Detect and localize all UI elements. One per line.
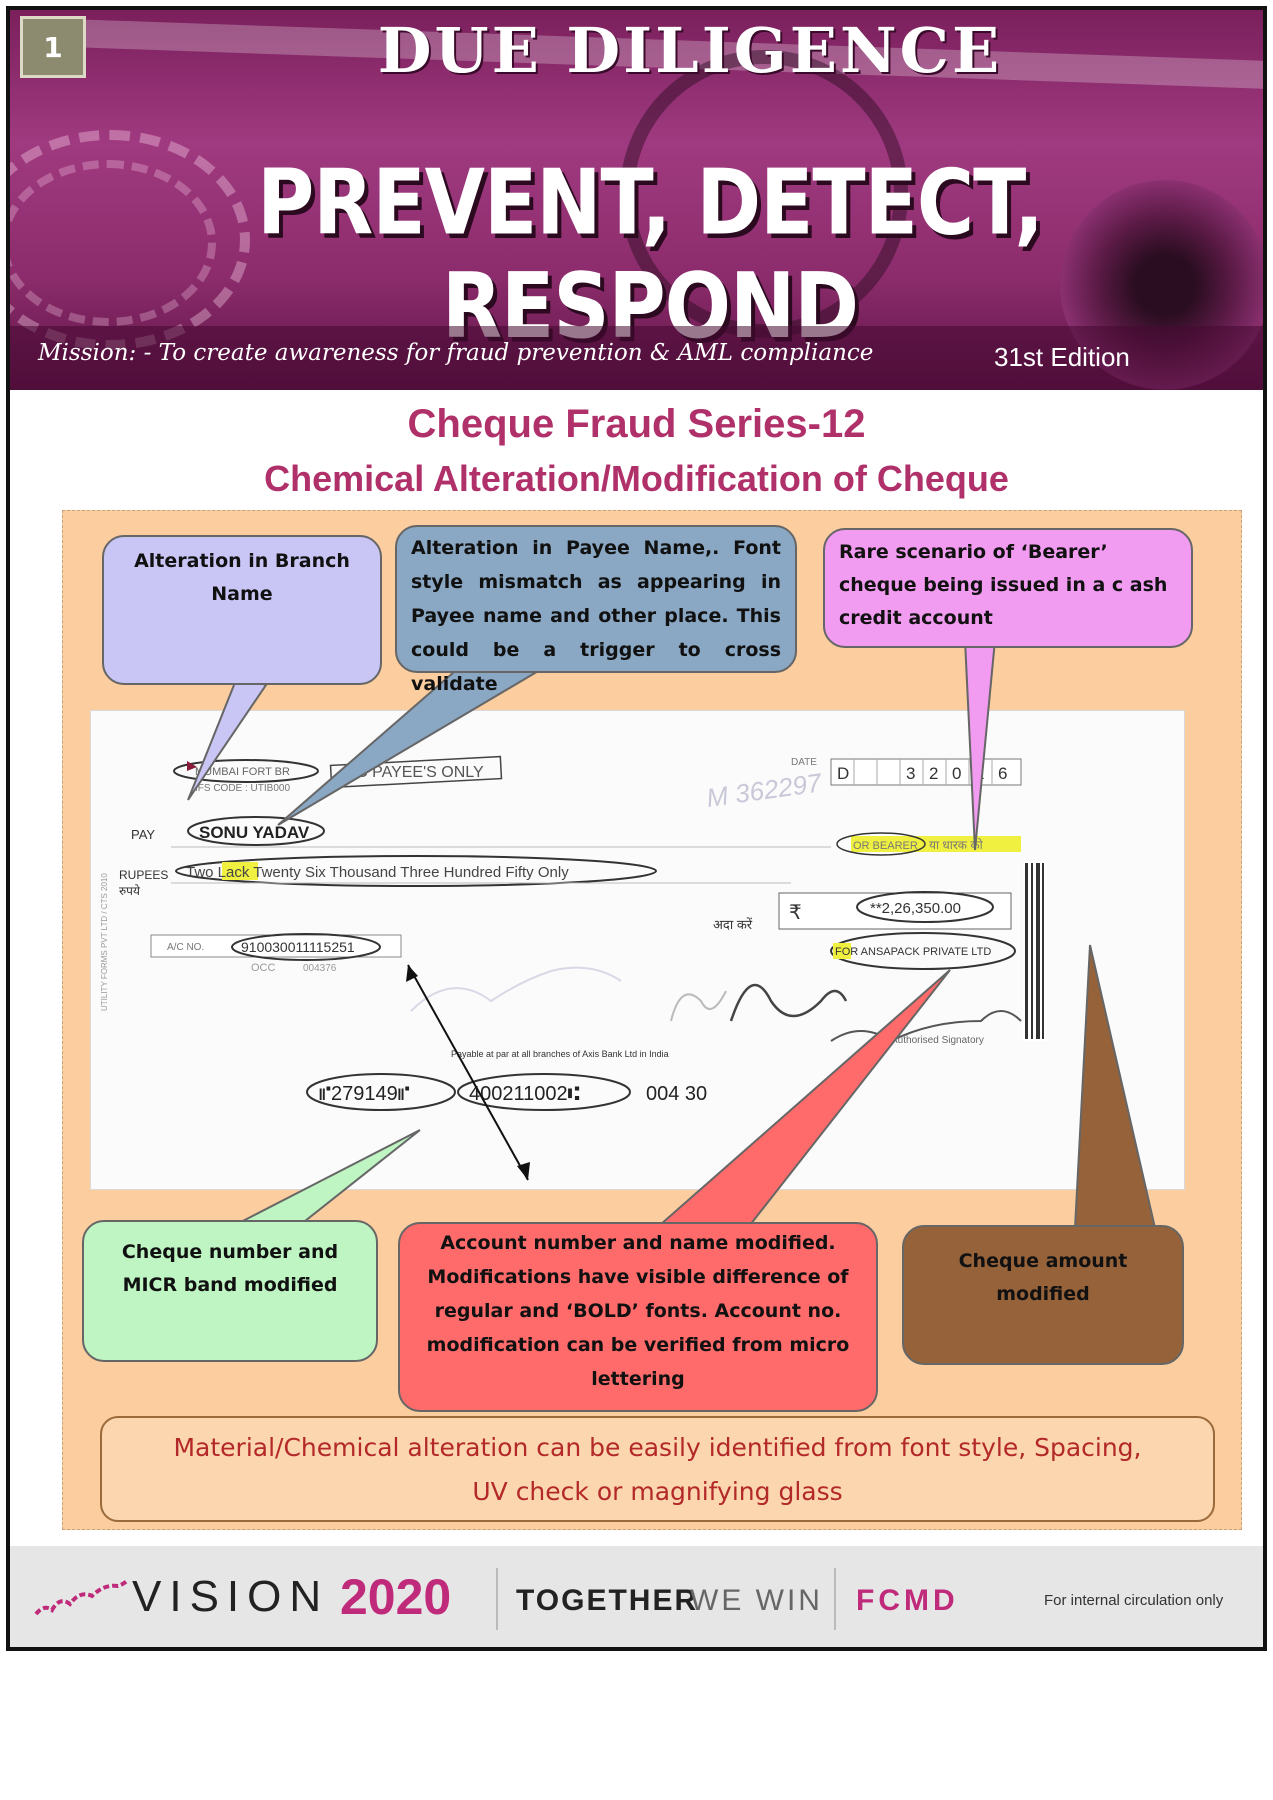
cheque-rupee-symbol: ₹: [789, 902, 802, 924]
cheque-payable-note: Payable at par at all branches of Axis B…: [451, 1049, 669, 1059]
edition-label: 31st Edition: [994, 342, 1130, 372]
cheque-date-boxes: D 3 2 0 1 6: [830, 758, 1022, 786]
cheque-amount-words: Two Lack Twenty Six Thousand Three Hundr…: [186, 864, 569, 881]
cheque-payee-only: A/C PAYEE'S ONLY: [341, 764, 484, 781]
callout-micr: Cheque number and MICR band modified: [82, 1220, 378, 1362]
cheque-payee-name: SONU YADAV: [199, 823, 310, 842]
cheque-ada-kare: अदा करें: [713, 917, 753, 932]
cheque-side-text: UTILITY FORMS PVT LTD / CTS 2010: [100, 873, 109, 1011]
callout-branch-name: Alteration in Branch Name: [102, 535, 382, 685]
micr-tail: 004 30: [646, 1083, 707, 1105]
micr-code: 400211002⑆: [469, 1083, 580, 1105]
callout-bearer: Rare scenario of ‘Bearer’ cheque being i…: [823, 528, 1193, 648]
cheque-bearer-hindi: या धारक को: [929, 838, 984, 852]
mission-bar: [10, 326, 1263, 390]
footer-divider-2: [834, 1568, 836, 1630]
cheque-date-label: DATE: [791, 757, 817, 768]
cheque-barcode: [1023, 861, 1047, 1041]
page-frame: 1 DUE DILIGENCE PREVENT, DETECT, RESPOND…: [6, 6, 1267, 1651]
date-digit-7: 6: [998, 764, 1007, 783]
newsletter-title: DUE DILIGENCE: [377, 14, 1003, 87]
internal-circulation-note: For internal circulation only: [1044, 1592, 1224, 1609]
cheque-rupees-label: RUPEES: [119, 868, 168, 882]
date-digit-1: D: [837, 764, 849, 783]
fcmd-label: FCMD: [856, 1584, 959, 1617]
cheque-pay-label: PAY: [131, 827, 155, 842]
cheque-occ-code: 004376: [303, 963, 337, 974]
callout-amount: Cheque amount modified: [902, 1225, 1184, 1365]
cheque-authorised: Authorised Signatory: [891, 1035, 984, 1046]
date-digit-4: 2: [929, 764, 938, 783]
vision-label: VISION: [132, 1572, 330, 1621]
cheque-occ-label: OCC: [251, 962, 276, 974]
vision-squiggle-icon: [34, 1578, 129, 1616]
footer-bar: VISION 2020 TOGETHER WE WIN FCMD For int…: [10, 1546, 1263, 1647]
series-heading: Cheque Fraud Series-12: [407, 402, 866, 446]
cheque-image: MUMBAI FORT BR IFS CODE : UTIB000 A/C PA…: [90, 710, 1185, 1190]
summary-line-2: UV check or magnifying glass: [472, 1477, 843, 1506]
footer-divider-1: [496, 1568, 498, 1630]
subtitle-heading: Chemical Alteration/Modification of Cheq…: [264, 458, 1009, 499]
cheque-drawing: MUMBAI FORT BR IFS CODE : UTIB000 A/C PA…: [100, 755, 1047, 1111]
micr-cheque-number: ⑈279149⑈: [319, 1083, 410, 1105]
cheque-rupees-hindi: रुपये: [119, 884, 141, 898]
cheque-company-name: FOR ANSAPACK PRIVATE LTD: [835, 946, 991, 958]
vision-year: 2020: [340, 1569, 452, 1625]
callout-account: Account number and name modified. Modifi…: [398, 1222, 878, 1412]
date-digit-5: 0: [952, 764, 961, 783]
cheque-branch-text: MUMBAI FORT BR: [195, 766, 290, 778]
date-digit-3: 3: [906, 764, 915, 783]
cheque-bearer-text: OR BEARER: [853, 840, 918, 852]
page-number-badge: 1: [20, 16, 86, 78]
callout-payee-name: Alteration in Payee Name,. Font style mi…: [395, 525, 797, 695]
together-label: TOGETHER: [516, 1584, 699, 1617]
fingerprint-graphic-inner: [10, 160, 216, 326]
summary-box: Material/Chemical alteration can be easi…: [100, 1416, 1215, 1522]
mission-statement: Mission: - To create awareness for fraud…: [38, 340, 874, 366]
cheque-ac-no-label: A/C NO.: [167, 942, 204, 953]
cheque-account-number: 910030011115251: [241, 939, 355, 955]
we-win-label: WE WIN: [690, 1584, 823, 1617]
summary-line-1: Material/Chemical alteration can be easi…: [173, 1433, 1142, 1462]
cheque-amount-figures: **2,26,350.00: [870, 900, 961, 917]
cheque-ifs-code: IFS CODE : UTIB000: [195, 783, 290, 794]
header-banner: 1 DUE DILIGENCE PREVENT, DETECT, RESPOND…: [10, 10, 1263, 390]
